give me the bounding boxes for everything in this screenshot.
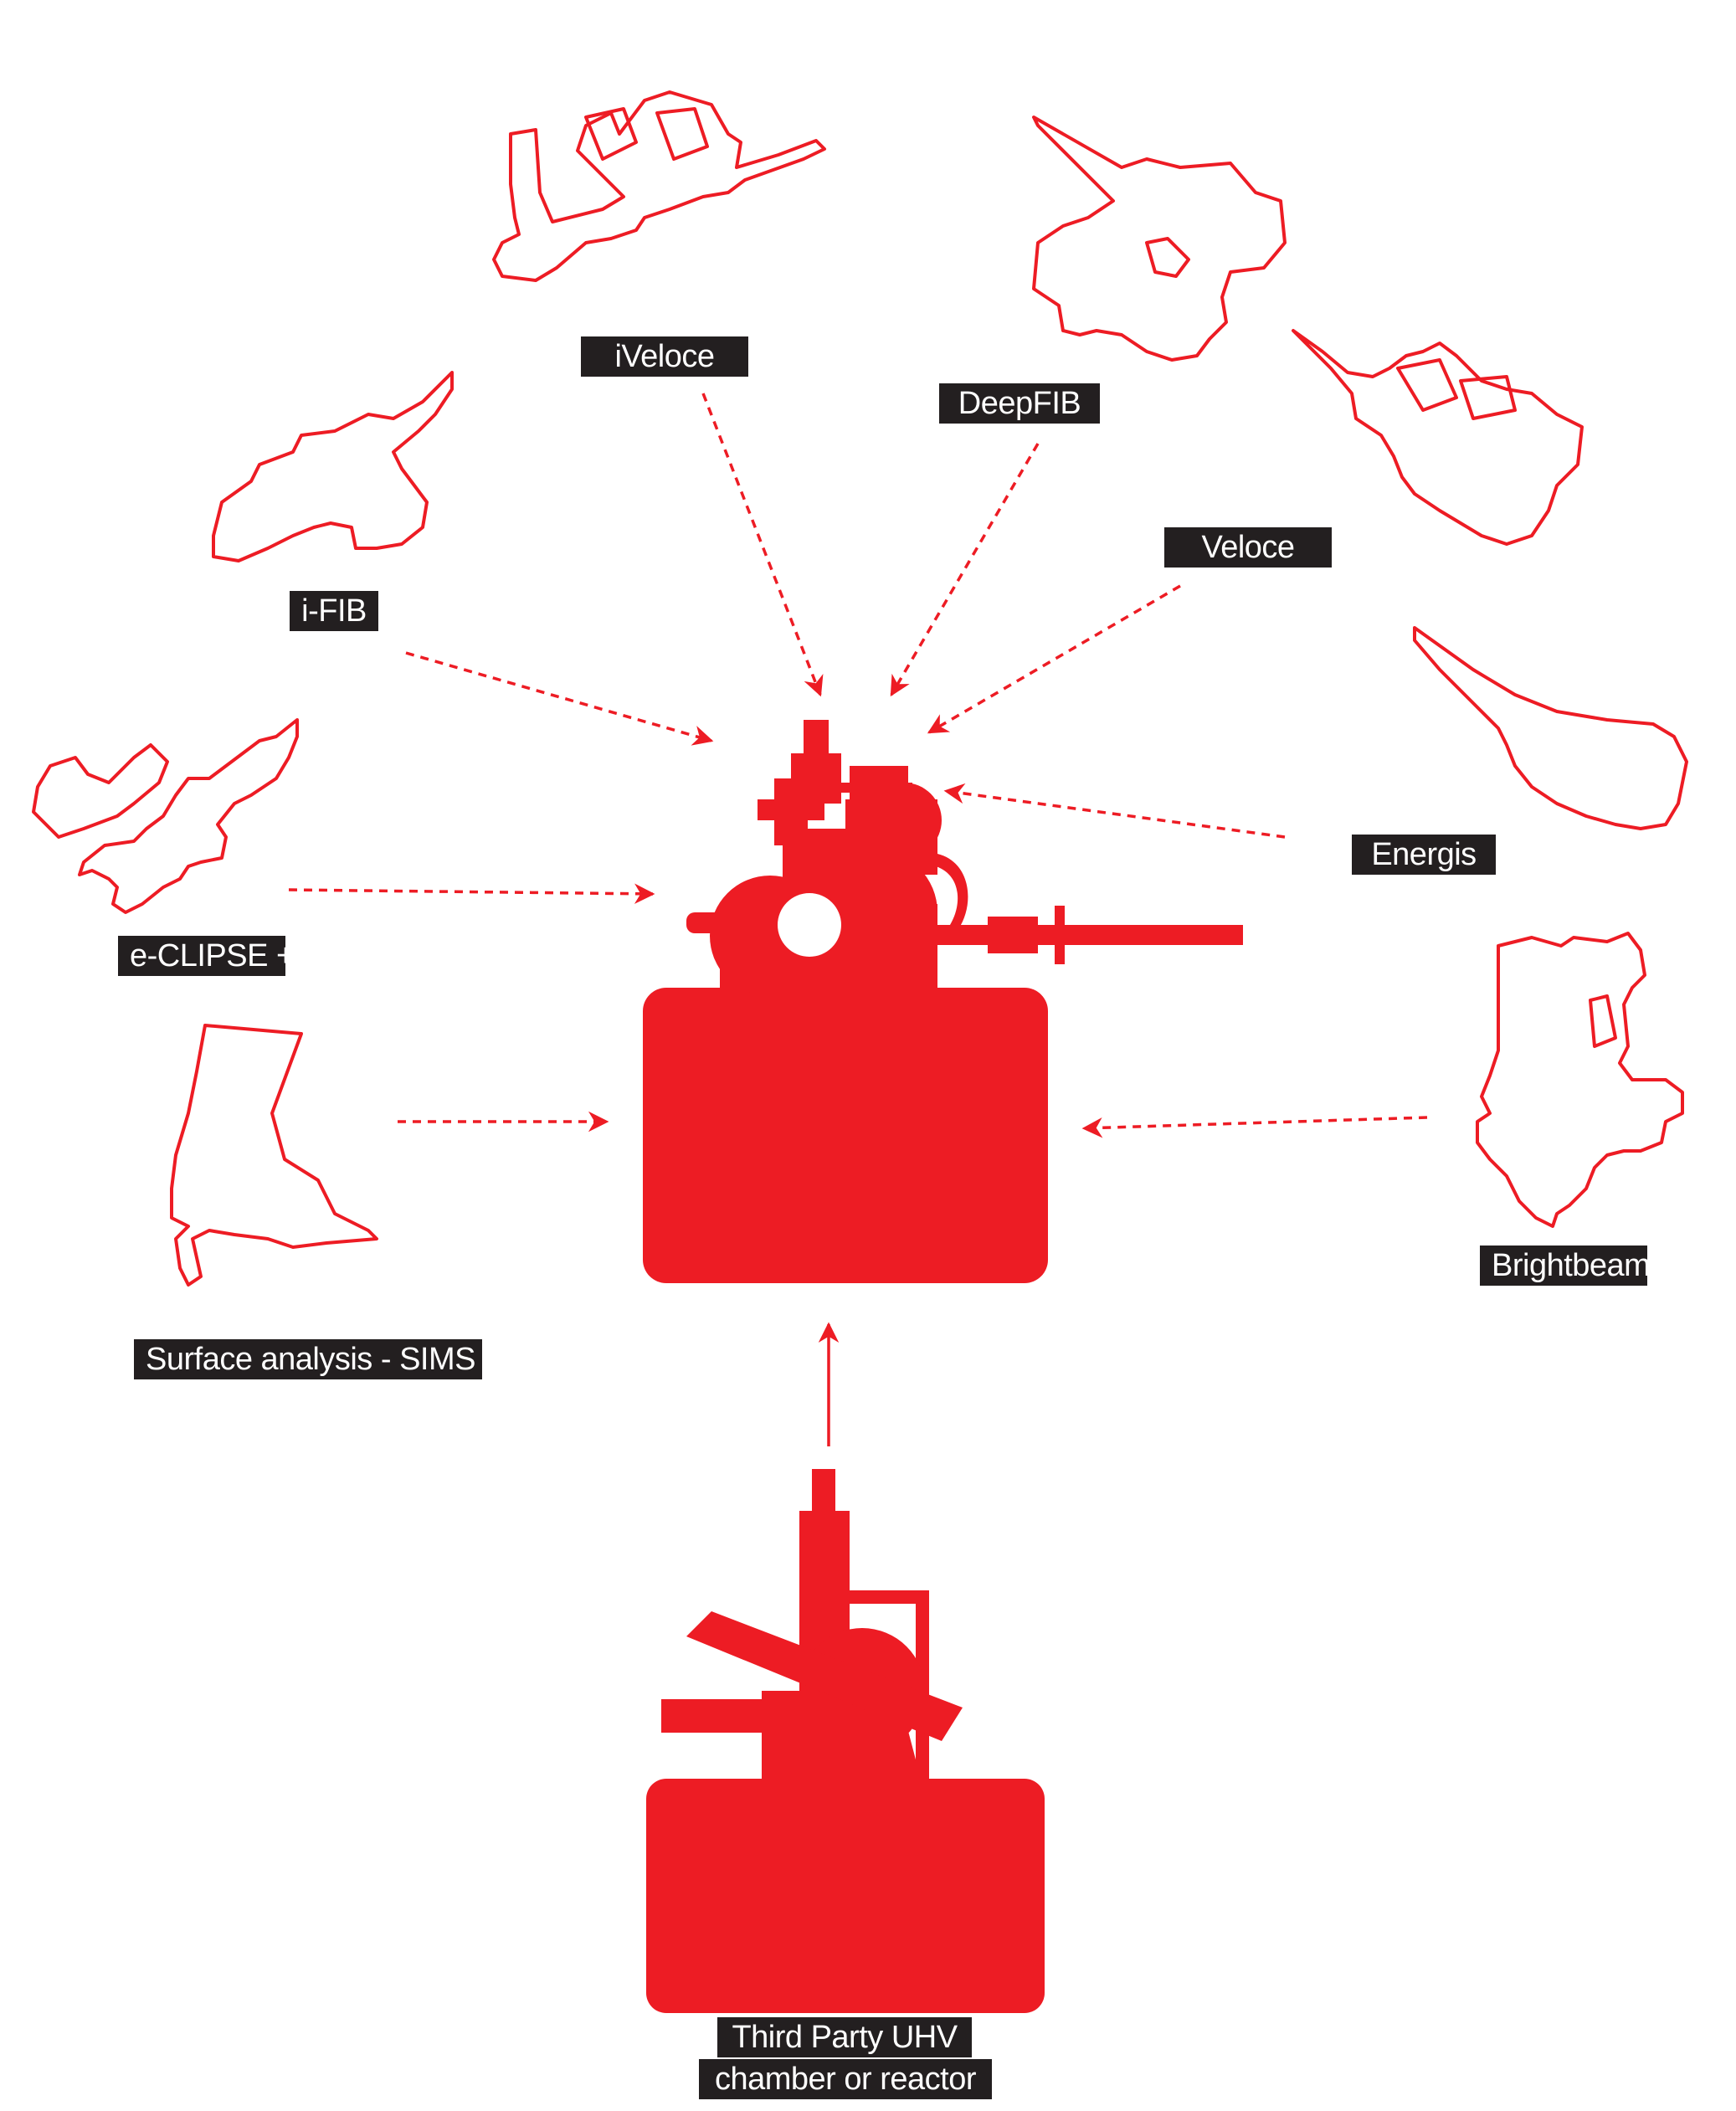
label-third-party-line1: Third Party UHV xyxy=(717,2017,972,2057)
energis-instrument-outline xyxy=(1413,626,1688,830)
label-iveloce: iVeloce xyxy=(581,336,748,377)
label-eclipse: e-CLIPSE + xyxy=(118,936,295,976)
eclipse-instrument-outline xyxy=(32,718,299,914)
arrow-deepfib xyxy=(890,443,1040,697)
arrow-energis xyxy=(943,783,1286,839)
main-instrument-viewport xyxy=(778,893,841,957)
arrow-iveloce xyxy=(701,393,824,697)
veloce-instrument-outline xyxy=(1292,329,1584,546)
main-instrument-silhouette xyxy=(643,720,1243,1283)
sims-instrument-outline xyxy=(170,1024,378,1287)
label-sims: Surface analysis - SIMS xyxy=(134,1339,482,1379)
arrow-brightbeam xyxy=(1081,1116,1428,1138)
arrow-veloce xyxy=(927,584,1181,734)
arrow-ifib xyxy=(405,651,714,746)
label-deepfib: DeepFIB xyxy=(939,383,1100,424)
third-party-chamber-silhouette xyxy=(646,1469,1045,2013)
label-veloce: Veloce xyxy=(1164,527,1332,568)
label-third-party-line2: chamber or reactor xyxy=(699,2059,992,2099)
label-ifib: i-FIB xyxy=(290,591,378,631)
brightbeam-instrument-outline xyxy=(1476,932,1684,1228)
label-brightbeam: Brightbeam xyxy=(1480,1246,1651,1286)
ifib-instrument-outline xyxy=(212,371,454,562)
deepfib-instrument-outline xyxy=(1032,116,1287,362)
label-energis: Energis xyxy=(1352,835,1496,875)
iveloce-instrument-outline xyxy=(492,90,826,282)
arrow-eclipse xyxy=(288,883,655,904)
connector-arrows xyxy=(288,393,1428,1446)
